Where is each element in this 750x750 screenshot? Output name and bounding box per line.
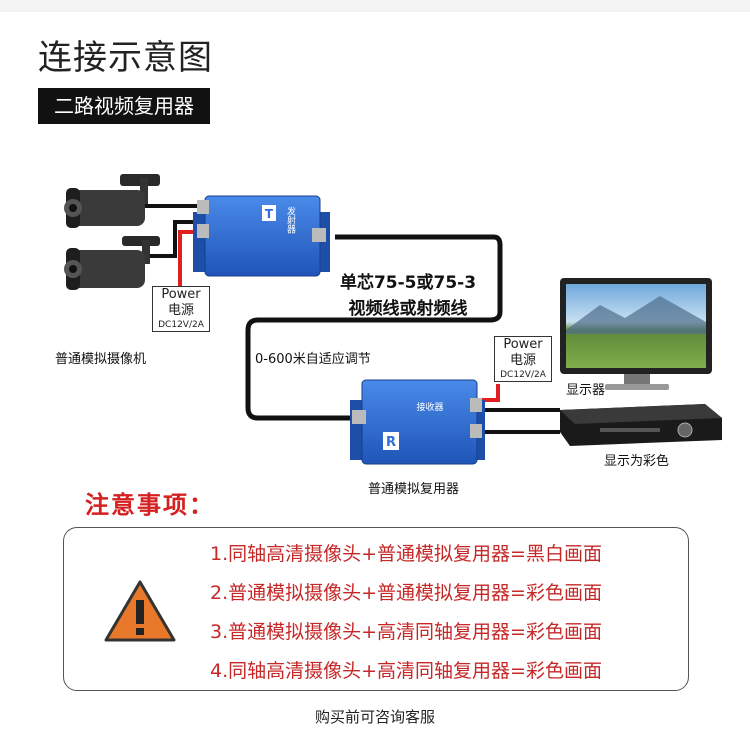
monitor-icon (560, 278, 712, 390)
connection-diagram: T 发射器 R 接收器 (64, 174, 722, 465)
power-label-line3: DC12V/2A (158, 320, 204, 330)
notice-title: 注意事项： (85, 491, 215, 519)
power-label-line2: 电源 (167, 303, 194, 318)
rx-text: 接收器 (416, 401, 443, 413)
power-label-receiver: Power 电源 DC12V/2A (494, 336, 552, 382)
notice-item: 1.同轴高清摄像头+普通模拟复用器=黑白画面 (210, 543, 602, 565)
notice-item: 4.同轴高清摄像头+高清同轴复用器=彩色画面 (210, 660, 602, 682)
distance-label: 0-600米自适应调节 (255, 352, 371, 367)
notice-box (63, 527, 689, 691)
power-label-line1: Power (161, 287, 201, 302)
receiver-device: R 接收器 (350, 379, 485, 465)
cable-label-line1: 单芯75-5或75-3 (339, 273, 477, 293)
notice-item: 2.普通模拟摄像头+普通模拟复用器=彩色画面 (210, 582, 602, 604)
dvr-icon (560, 404, 722, 446)
rx-power-cable (478, 384, 500, 402)
top-band (0, 0, 750, 12)
footer-text: 购买前可咨询客服 (314, 708, 435, 726)
power-label-transmitter: Power 电源 DC12V/2A (152, 286, 210, 332)
receiver-caption: 普通模拟复用器 (368, 482, 460, 497)
monitor-label: 显示器 (566, 383, 606, 398)
camera-icon (64, 174, 160, 228)
camera-icon (64, 236, 160, 290)
transmitter-device: T 发射器 (193, 195, 330, 277)
warning-icon (104, 580, 176, 642)
tx-text: 发射器 (285, 205, 296, 233)
cable-label: 单芯75-5或75-3 视频线或射频线 (318, 270, 498, 322)
camera-label: 普通模拟摄像机 (55, 352, 147, 367)
power-label-line2: 电源 (509, 353, 536, 368)
dvr-label: 显示为彩色 (604, 454, 670, 469)
notice-item: 3.普通模拟摄像头+高清同轴复用器=彩色画面 (210, 621, 602, 643)
power-label-line1: Power (503, 337, 543, 352)
tx-letter: T (265, 207, 274, 221)
rx-letter: R (386, 435, 396, 450)
camera2-video-cable (135, 220, 205, 258)
page-title: 连接示意图 (38, 38, 213, 78)
power-label-line3: DC12V/2A (500, 370, 546, 380)
cable-label-line2: 视频线或射频线 (348, 299, 468, 319)
coax-cable-main (245, 234, 503, 421)
page-subtitle: 二路视频复用器 (38, 88, 210, 124)
